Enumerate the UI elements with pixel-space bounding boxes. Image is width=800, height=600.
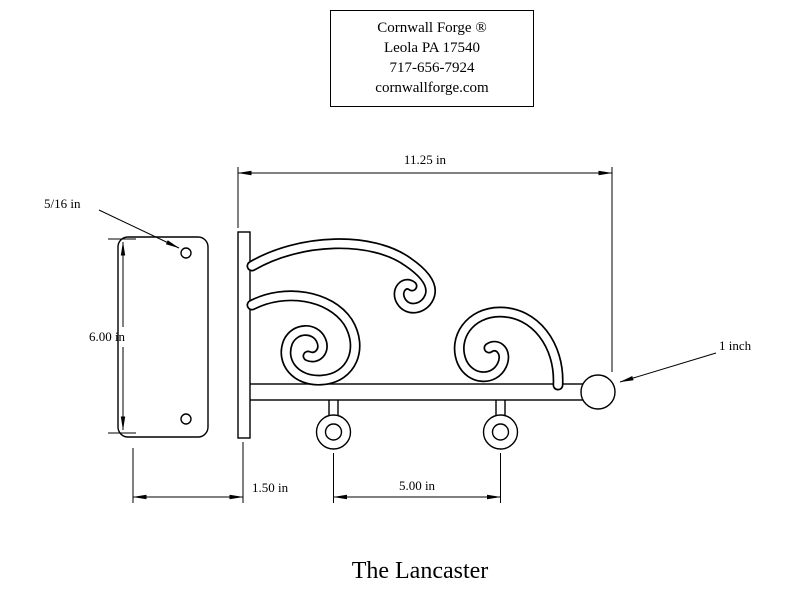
leader-hole-diameter-line bbox=[98, 209, 180, 249]
wall-plate bbox=[117, 236, 209, 438]
hanging-ring-right-inner bbox=[491, 423, 510, 441]
company-address: Leola PA 17540 bbox=[383, 40, 481, 56]
leader-hole-diameter: 5/16 in bbox=[44, 196, 180, 249]
ball-finial bbox=[580, 374, 616, 410]
bracket-upright bbox=[237, 231, 251, 439]
ring-stem-left bbox=[328, 397, 339, 417]
dim-ring-spacing-label: 5.00 in bbox=[399, 478, 436, 493]
dim-plate-offset-label: 1.50 in bbox=[252, 480, 289, 495]
leader-hole-diameter-label: 5/16 in bbox=[44, 196, 81, 211]
bracket-arm bbox=[247, 383, 585, 401]
company-phone: 717-656-7924 bbox=[389, 60, 475, 76]
company-name: Cornwall Forge ® bbox=[377, 20, 487, 36]
scroll-ornament bbox=[246, 238, 564, 391]
dim-ring-spacing: 5.00 in bbox=[333, 453, 501, 503]
dim-arm-length-label: 11.25 in bbox=[404, 152, 447, 167]
ring-stem-right bbox=[495, 397, 506, 417]
company-website: cornwallforge.com bbox=[375, 80, 489, 96]
title-block: Cornwall Forge ® Leola PA 17540 717-656-… bbox=[330, 10, 534, 107]
leader-ball-diameter: 1 inch bbox=[619, 338, 752, 383]
mounting-hole-bottom bbox=[180, 413, 192, 425]
hanging-ring-left-inner bbox=[324, 423, 343, 441]
dim-plate-height-label: 6.00 in bbox=[89, 329, 126, 344]
leader-ball-diameter-line bbox=[619, 352, 717, 383]
dim-plate-offset: 1.50 in bbox=[132, 442, 289, 503]
dim-plate-height: 6.00 in bbox=[89, 238, 136, 434]
dim-arm-length: 11.25 in bbox=[237, 152, 613, 372]
mounting-hole-top bbox=[180, 247, 192, 259]
drawing-title: The Lancaster bbox=[351, 558, 489, 584]
leader-ball-diameter-label: 1 inch bbox=[719, 338, 752, 353]
